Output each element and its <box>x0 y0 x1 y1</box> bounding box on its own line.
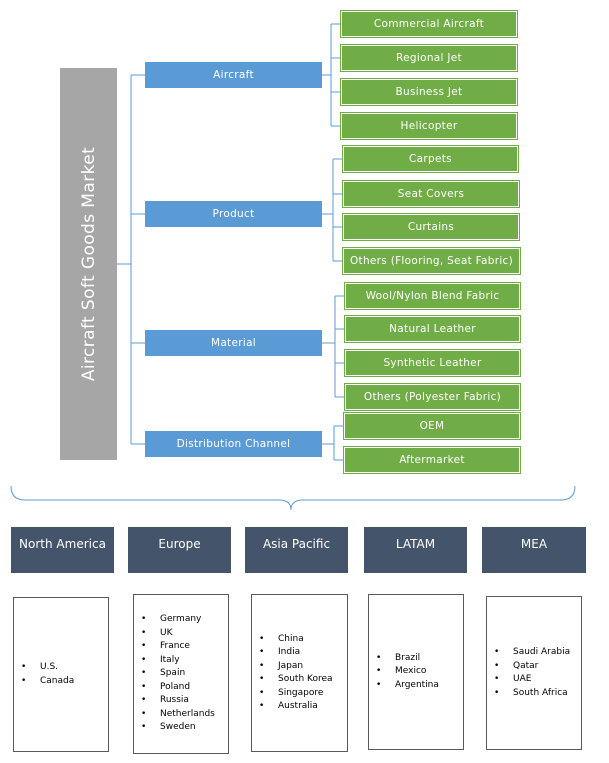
country-item: UAE <box>494 673 570 687</box>
country-item: Germany <box>141 613 215 627</box>
country-item: Spain <box>141 667 215 681</box>
leaf-wool-nylon-blend-fabric: Wool/Nylon Blend Fabric <box>344 282 521 310</box>
root-node: Aircraft Soft Goods Market <box>60 68 117 460</box>
country-item: Argentina <box>376 679 439 693</box>
country-item: U.S. <box>21 661 74 675</box>
countries-north-america: U.S. Canada <box>13 597 109 752</box>
region-north-america: North America <box>11 527 114 573</box>
country-item: South Korea <box>259 673 332 687</box>
country-item: Sweden <box>141 721 215 735</box>
category-aircraft: Aircraft <box>145 62 322 88</box>
country-list: Germany UK France Italy Spain Poland Rus… <box>134 613 215 735</box>
countries-asia-pacific: China India Japan South Korea Singapore … <box>251 594 348 752</box>
root-label: Aircraft Soft Goods Market <box>78 146 99 382</box>
country-item: Brazil <box>376 652 439 666</box>
leaf-others-flooring-seat-fabric: Others (Flooring, Seat Fabric) <box>342 247 521 275</box>
country-list: U.S. Canada <box>14 661 74 688</box>
country-item: Italy <box>141 654 215 668</box>
region-mea: MEA <box>482 527 586 573</box>
country-item: China <box>259 633 333 647</box>
leaf-regional-jet: Regional Jet <box>340 44 518 72</box>
country-item: Russia <box>141 694 215 708</box>
country-item: Canada <box>21 675 74 689</box>
leaf-seat-covers: Seat Covers <box>342 180 520 208</box>
country-item: UK <box>141 627 215 641</box>
leaf-business-jet: Business Jet <box>340 78 518 106</box>
region-europe: Europe <box>128 527 231 573</box>
country-item: France <box>141 640 215 654</box>
leaf-natural-leather: Natural Leather <box>344 315 521 343</box>
country-list: Brazil Mexico Argentina <box>369 652 439 693</box>
region-latam: LATAM <box>364 527 467 573</box>
country-item: Netherlands <box>141 708 215 722</box>
country-item: South Africa <box>494 687 570 701</box>
country-list: Saudi Arabia Qatar UAE South Africa <box>487 646 570 700</box>
leaf-oem: OEM <box>343 412 521 440</box>
countries-europe: Germany UK France Italy Spain Poland Rus… <box>133 594 229 754</box>
region-asia-pacific: Asia Pacific <box>245 527 348 573</box>
country-item: Japan <box>259 660 333 674</box>
leaf-carpets: Carpets <box>342 145 519 173</box>
category-distribution-channel: Distribution Channel <box>145 431 322 457</box>
category-material: Material <box>145 330 322 356</box>
leaf-others-polyester-fabric: Others (Polyester Fabric) <box>344 383 521 411</box>
leaf-curtains: Curtains <box>342 213 520 241</box>
countries-mea: Saudi Arabia Qatar UAE South Africa <box>486 596 582 750</box>
country-item: Saudi Arabia <box>494 646 570 660</box>
leaf-helicopter: Helicopter <box>340 112 518 140</box>
country-item: Poland <box>141 681 215 695</box>
category-product: Product <box>145 201 322 227</box>
country-item: Singapore <box>259 687 333 701</box>
countries-latam: Brazil Mexico Argentina <box>368 594 464 750</box>
country-item: India <box>259 646 333 660</box>
leaf-commercial-aircraft: Commercial Aircraft <box>340 10 518 38</box>
country-item: Australia <box>259 700 333 714</box>
country-item: Qatar <box>494 660 570 674</box>
country-item: Mexico <box>376 665 439 679</box>
leaf-synthetic-leather: Synthetic Leather <box>344 349 521 377</box>
leaf-aftermarket: Aftermarket <box>343 446 521 474</box>
country-list: China India Japan South Korea Singapore … <box>252 633 333 714</box>
